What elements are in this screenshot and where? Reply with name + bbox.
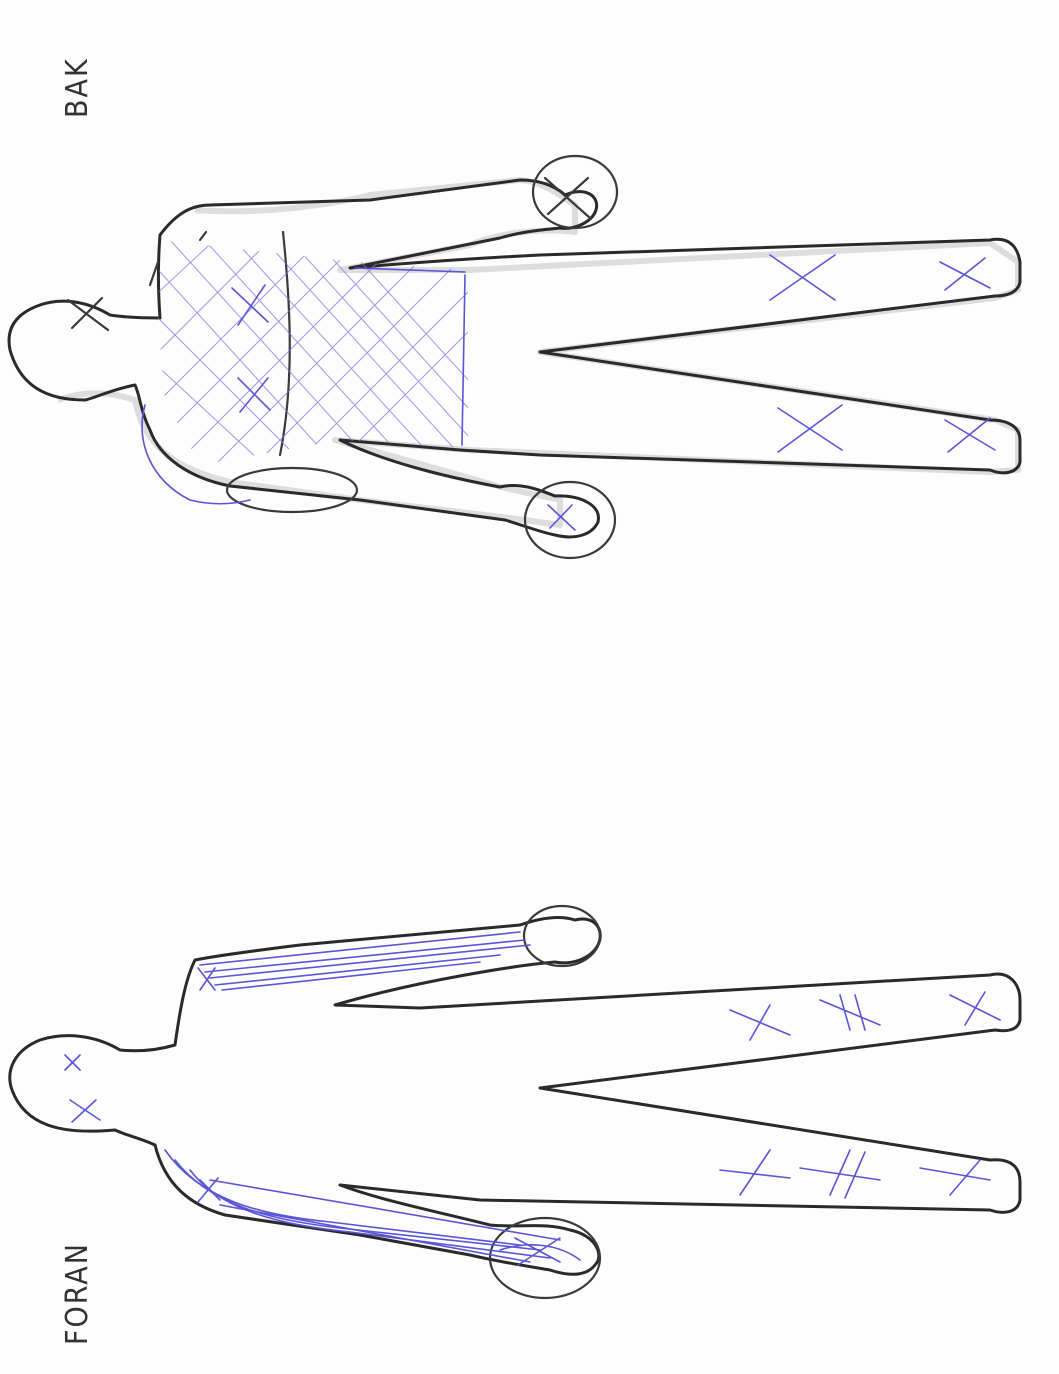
front-body-outline (10, 918, 1020, 1275)
front-left-arm-marks (165, 1150, 580, 1265)
front-right-hand-circle (524, 906, 600, 966)
back-body-outline (9, 180, 1020, 537)
front-head-mark-1 (65, 1055, 80, 1070)
front-leg-marks (720, 992, 1000, 1198)
back-figure (9, 156, 1020, 558)
front-right-arm-marks (198, 932, 530, 990)
front-head-mark-2 (70, 1100, 100, 1122)
front-figure (10, 906, 1020, 1298)
